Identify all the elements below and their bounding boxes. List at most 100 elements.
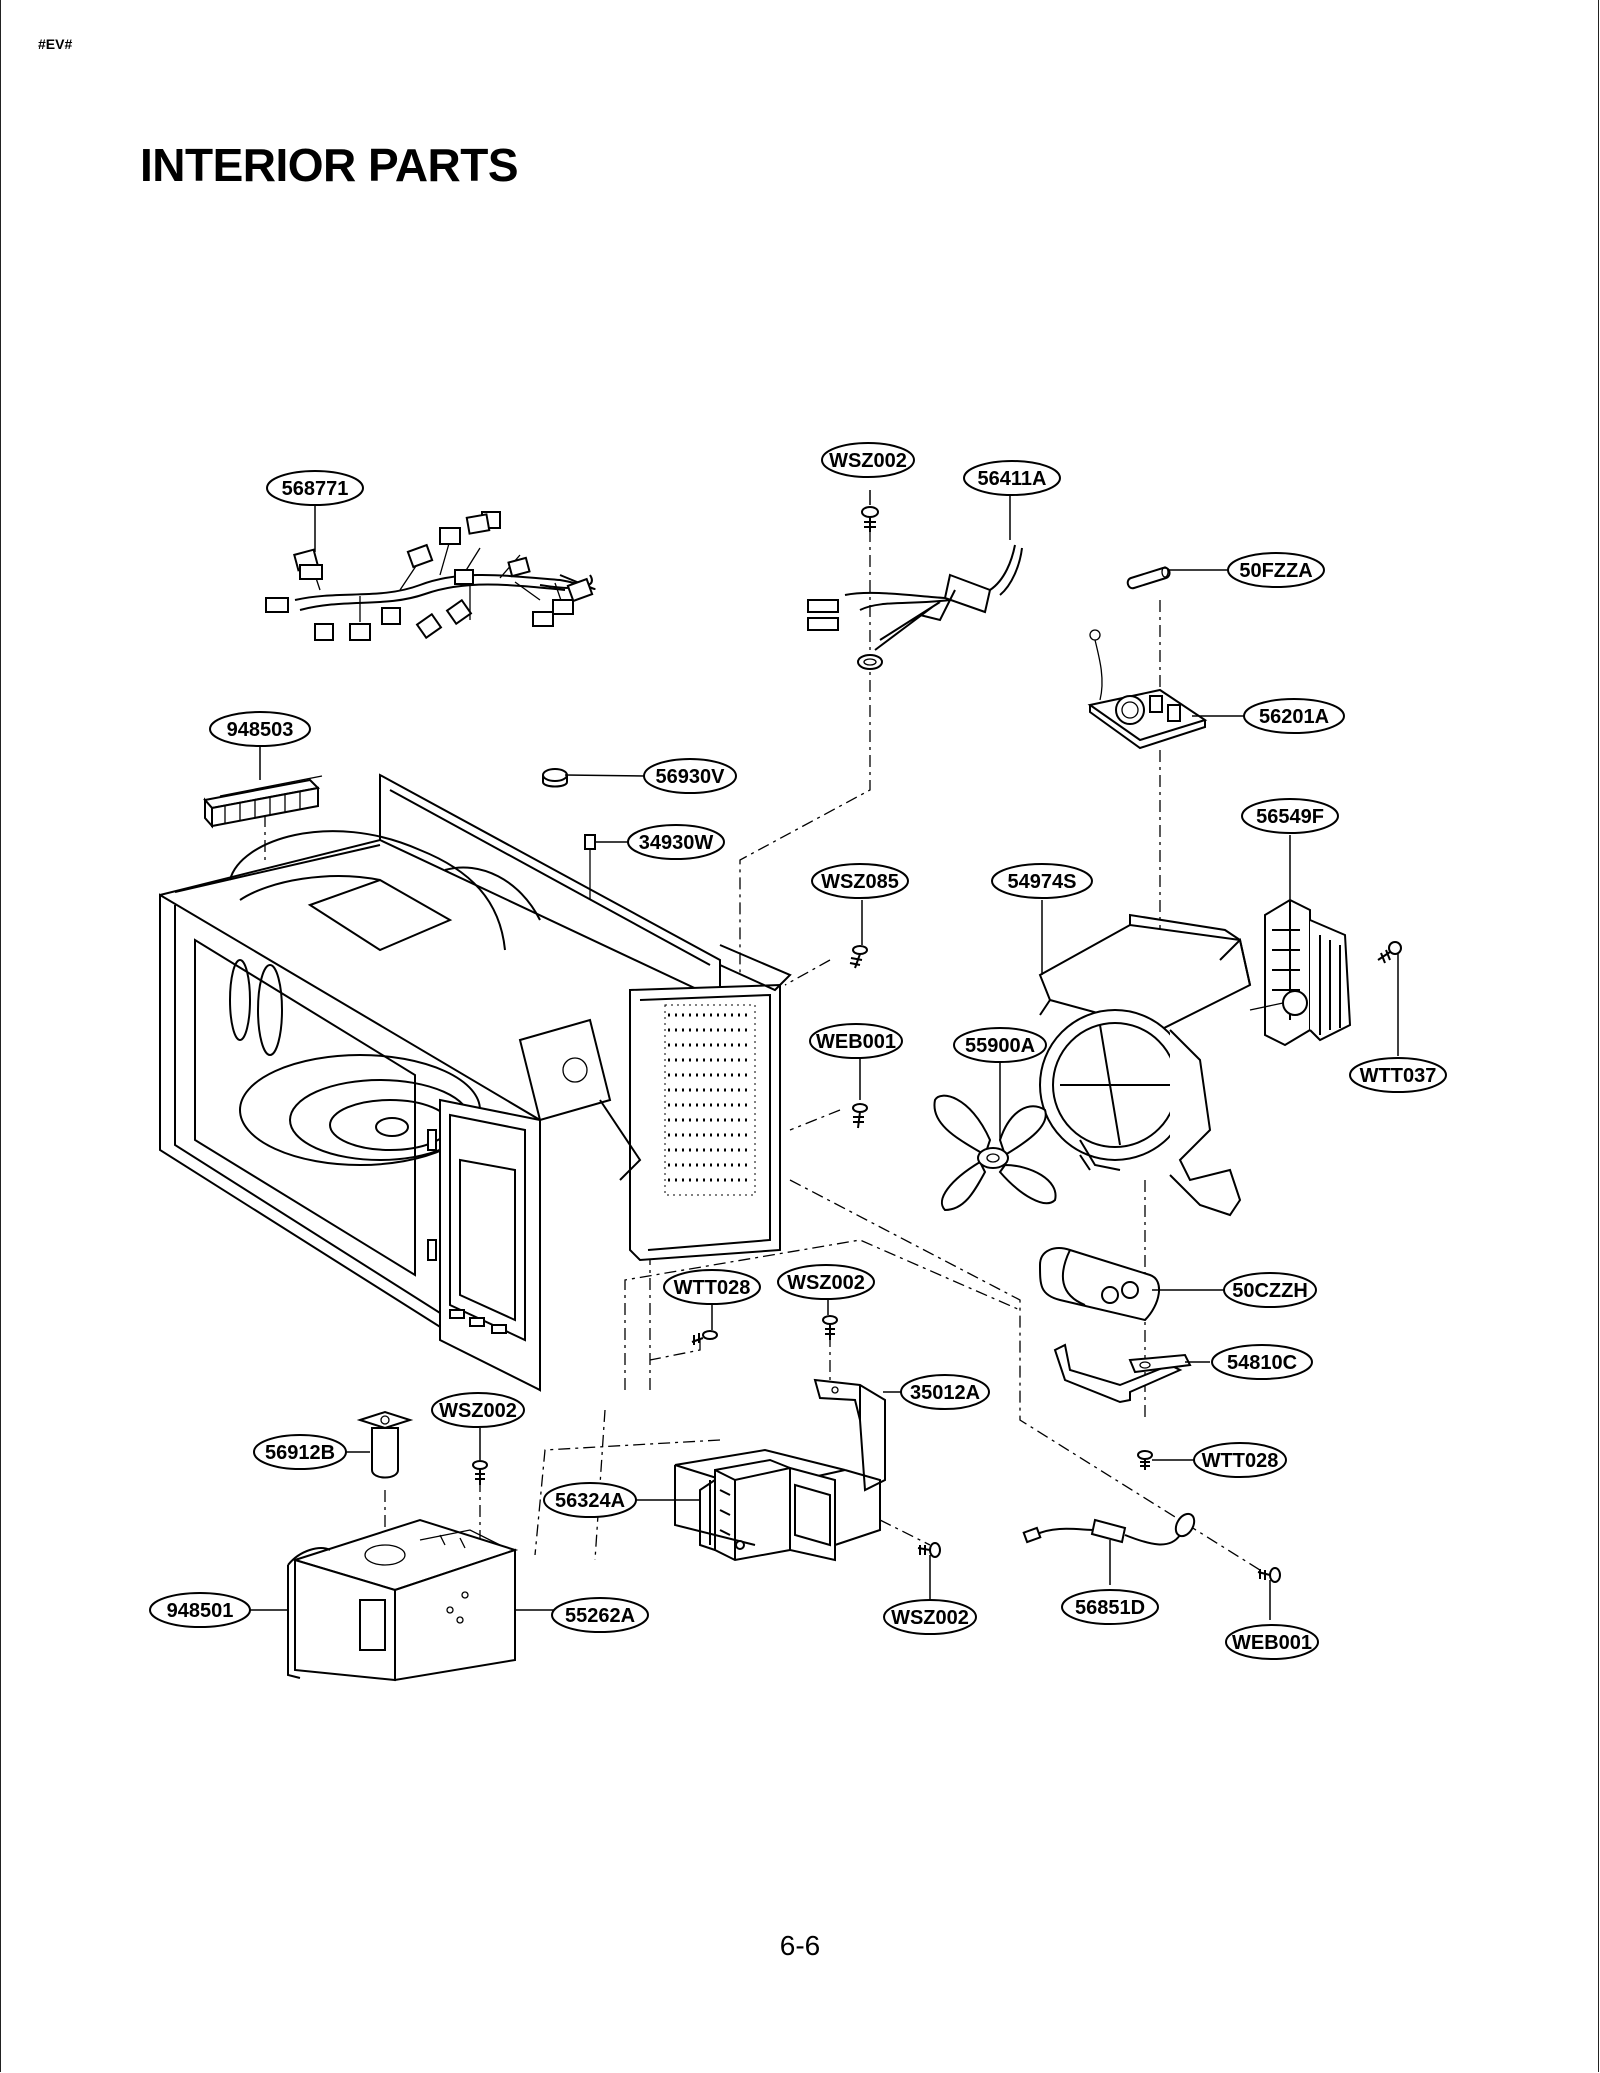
part-number-label: 948501 [167,1600,234,1622]
part-number-label: WSZ002 [787,1272,865,1294]
part-number-label: 34930W [639,832,714,854]
callout-screw-web001-mid: WEB001 [809,1023,903,1059]
part-number-label: 54974S [1008,871,1077,893]
part-number-label: WEB001 [816,1031,896,1053]
insulator-block [203,775,323,829]
fan-motor [1249,898,1352,1047]
part-number-label: 56930V [656,766,726,788]
callout-oval [1061,1589,1159,1625]
callout-fan-bracket: 54974S [991,863,1093,899]
callout-switch: 34930W [627,824,725,860]
callout-screw-wsz002-bottom: WSZ002 [883,1599,977,1635]
part-number-label: 55900A [965,1035,1035,1057]
callout-oval [1243,698,1345,734]
callout-oval [1225,1624,1319,1660]
magnetron [674,1448,881,1562]
callout-mag-bracket: 35012A [900,1374,990,1410]
callout-cord-top: 56411A [963,460,1061,496]
header-tag: #EV# [38,36,73,52]
callout-oval [209,711,311,747]
part-number-label: 50CZZH [1232,1280,1308,1302]
page-number: 6-6 [779,1930,821,1961]
callout-oval [1211,1344,1313,1380]
callout-oval [149,1592,251,1628]
callout-oval [953,1027,1047,1063]
callout-oval [777,1264,875,1300]
wire-harness [265,511,596,641]
callout-oval [821,442,915,478]
part-number-label: 35012A [910,1382,980,1404]
lamp [356,1410,414,1479]
callout-cap-bracket: 54810C [1211,1344,1313,1380]
callout-oval [991,863,1093,899]
callout-oval [551,1597,649,1633]
callout-oval [809,1023,903,1059]
capacitor-bracket [1053,1343,1192,1404]
callout-harness: 568771 [266,470,364,506]
callout-oval [431,1392,525,1428]
vent-holes [664,1004,756,1196]
callout-fan-blade: 55900A [953,1027,1047,1063]
part-number-label: 54810C [1227,1352,1297,1374]
callout-oval [266,470,364,506]
leader-lines [250,490,1399,1620]
callout-screw-wtt028-left: WTT028 [663,1269,761,1305]
part-number-label: WEB001 [1232,1632,1312,1654]
screw-wsz002-bottom [917,1542,941,1558]
part-number-label: WTT028 [674,1277,751,1299]
callout-lamp: 56912B [253,1434,347,1470]
screw-top [861,506,879,532]
callout-oval [627,824,725,860]
part-number-label: WSZ085 [821,871,899,893]
callout-oval [1241,798,1339,834]
screw-wtt037 [1377,941,1402,964]
part-number-label: 56851D [1075,1597,1145,1619]
transformer [287,1518,519,1682]
screw-wsz085 [849,945,868,969]
part-number-label: 55262A [565,1605,635,1627]
part-number-label: 568771 [282,478,349,500]
screw-wtt028-left [691,1330,718,1345]
part-number-label: 56201A [1259,706,1329,728]
callout-screw-wtt037: WTT037 [1349,1057,1447,1093]
callout-screw-wtt028-right: WTT028 [1193,1442,1287,1478]
callout-insulator: 948503 [209,711,311,747]
callout-noise-filter: 56201A [1243,698,1345,734]
callout-capacitor: 50CZZH [1223,1272,1317,1308]
capacitor [1038,1247,1160,1322]
part-number-label: 50FZZA [1239,560,1312,582]
part-number-label: WSZ002 [829,450,907,472]
part-number-label: WTT037 [1360,1065,1437,1087]
callout-oval [963,460,1061,496]
callout-oval [1223,1272,1317,1308]
callout-screw-wsz085: WSZ085 [811,863,909,899]
magnetron-bracket [813,1378,886,1492]
callout-cover: 948501 [149,1592,251,1628]
part-number-label: 56324A [555,1490,625,1512]
part-number-label: WSZ002 [891,1607,969,1629]
callout-screw-wsz002-left: WSZ002 [431,1392,525,1428]
callout-thermostat: 56930V [643,758,737,794]
part-number-label: 948503 [227,719,294,741]
fan-blade [933,1094,1057,1212]
callout-magnetron: 56324A [543,1482,637,1518]
noise-filter-board [1087,629,1208,750]
callout-oval [1349,1057,1447,1093]
callout-oval [1193,1442,1287,1478]
callout-screw-top: WSZ002 [821,442,915,478]
part-number-label: WTT028 [1202,1450,1279,1472]
callout-fuse: 50FZZA [1227,552,1325,588]
callout-diode: 56851D [1061,1589,1159,1625]
part-number-label: WSZ002 [439,1400,517,1422]
hv-diode [1022,1512,1196,1546]
callout-oval [663,1269,761,1305]
power-cord-assembly [807,544,1023,670]
oven-cavity [159,768,792,1392]
callout-oval [883,1599,977,1635]
screw-web001-bottom [1257,1567,1281,1583]
part-number-label: 56912B [265,1442,335,1464]
callout-oval [900,1374,990,1410]
callout-fan-motor: 56549F [1241,798,1339,834]
callout-oval [253,1434,347,1470]
